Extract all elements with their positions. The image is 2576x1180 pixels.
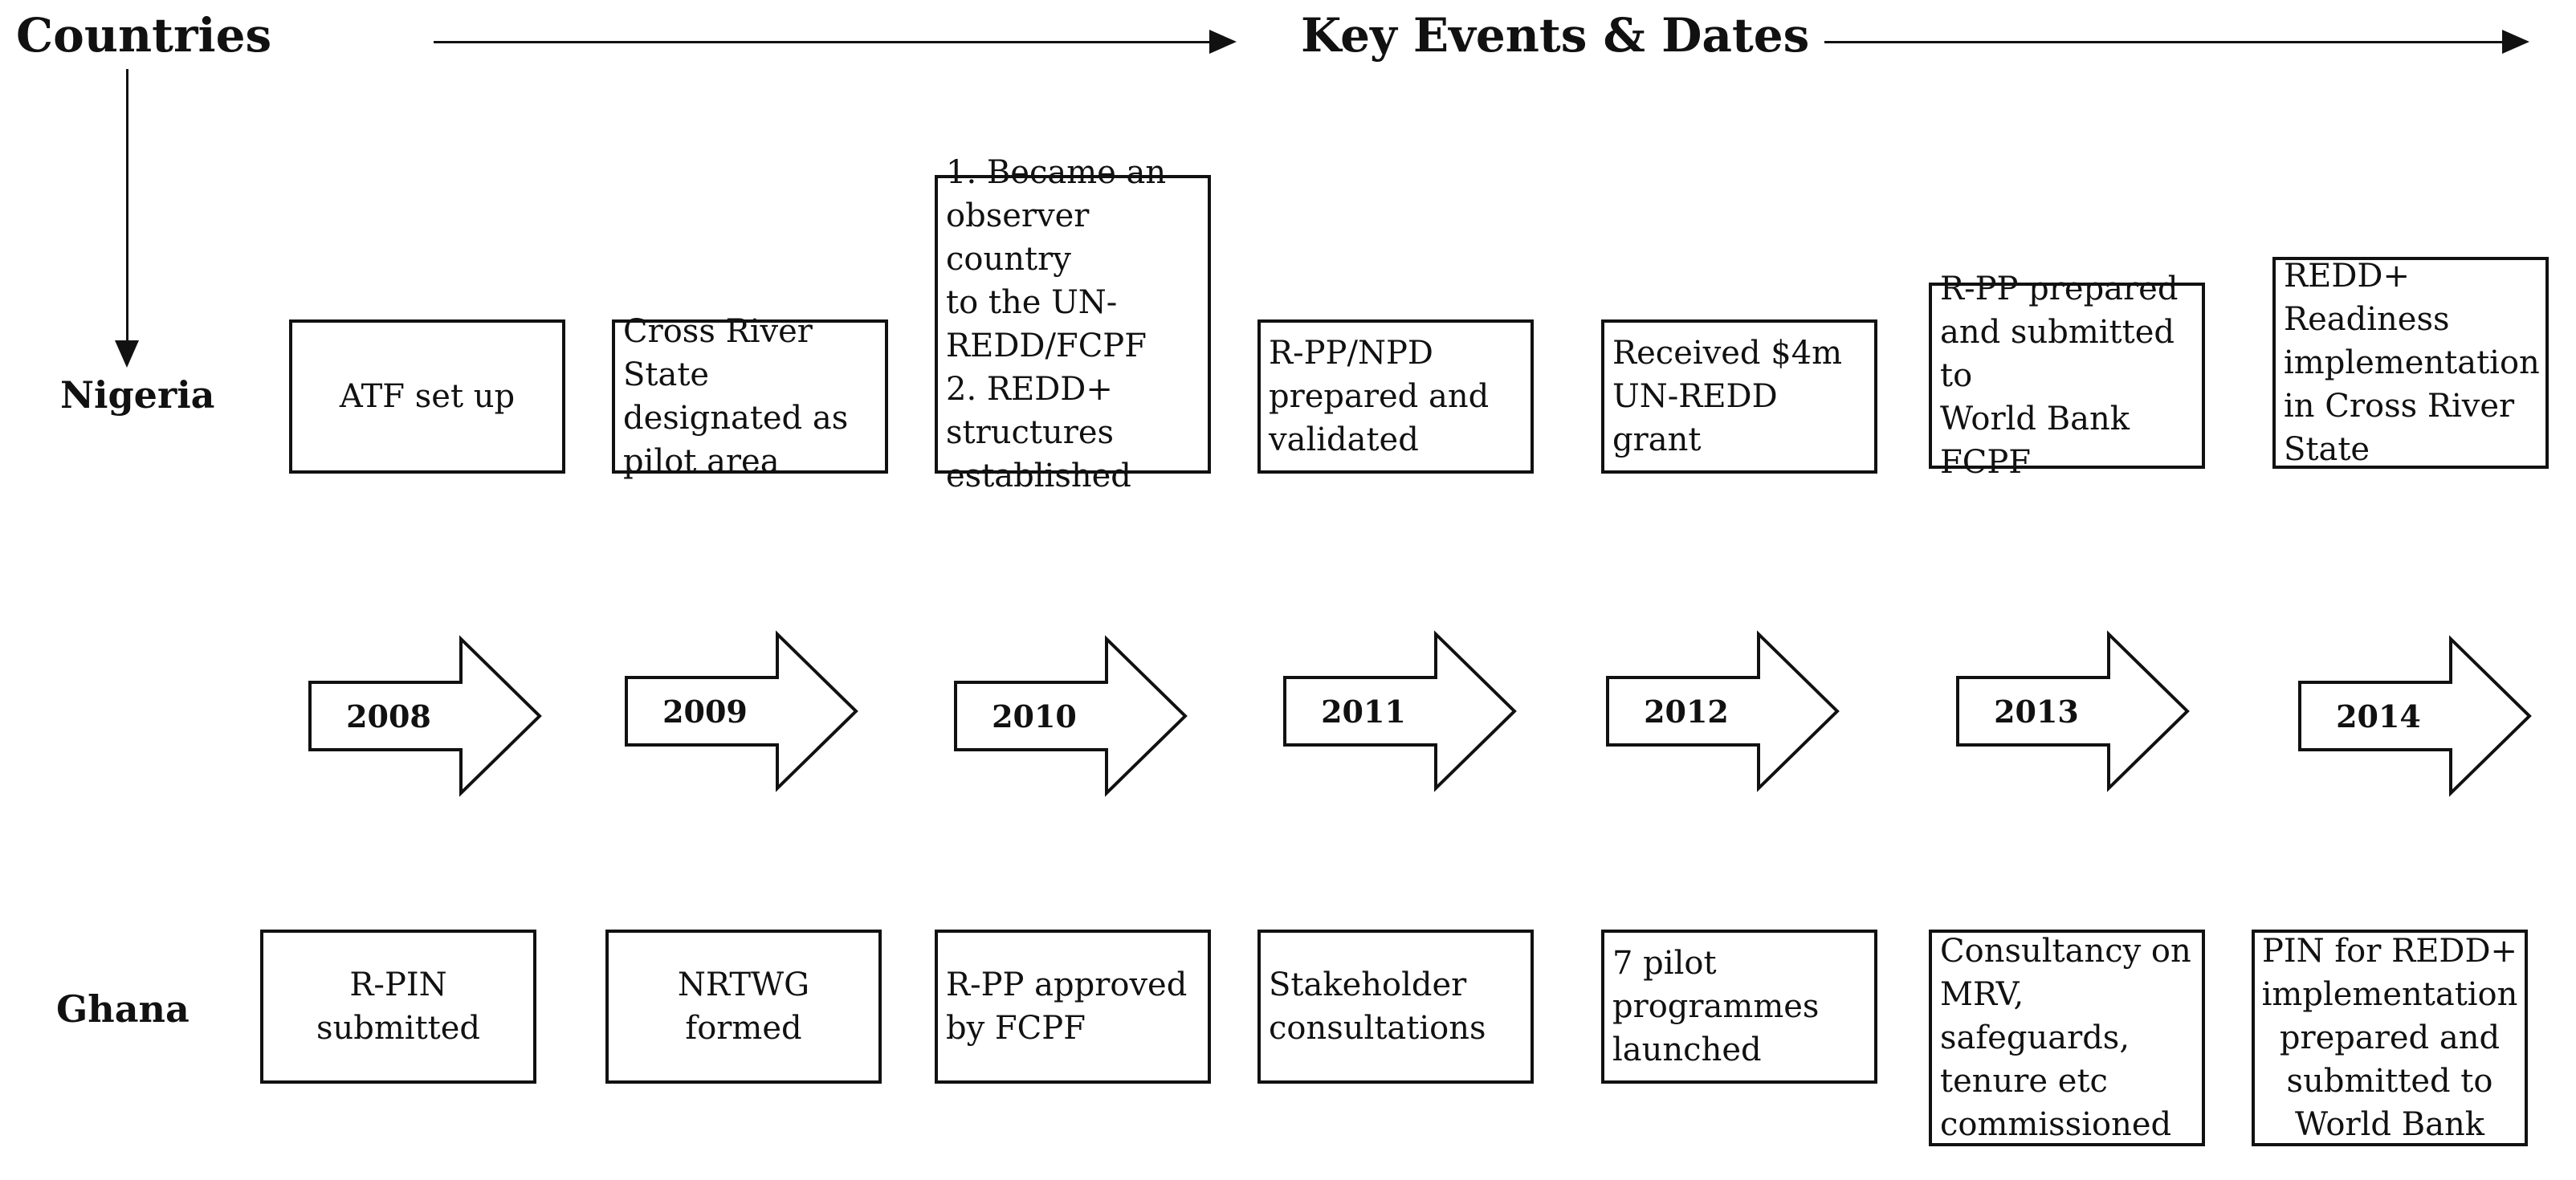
year-label: 2008	[346, 698, 431, 734]
event-text: R-PP/NPD prepared and validated	[1269, 335, 1490, 458]
event-text: Cross River State designated as pilot ar…	[623, 313, 849, 480]
timeline-arrow-left	[434, 30, 1237, 54]
nigeria-event-2014: REDD+ Readiness implementation in Cross …	[2272, 257, 2549, 469]
ghana-event-2011: Stakeholder consultations	[1257, 930, 1534, 1084]
event-text: R-PIN submitted	[316, 966, 481, 1047]
year-arrow-2010: 2010	[954, 635, 1188, 797]
year-label: 2013	[1994, 693, 2079, 730]
year-label: 2009	[662, 693, 748, 730]
year-label: 2010	[992, 698, 1077, 734]
event-text: R-PP approved by FCPF	[946, 966, 1188, 1047]
nigeria-event-2012: Received $4m UN-REDD grant	[1601, 319, 1877, 474]
year-arrow-2013: 2013	[1956, 630, 2191, 792]
year-label: 2014	[2336, 698, 2421, 734]
key-events-heading: Key Events & Dates	[1301, 8, 1810, 63]
year-arrow-2012: 2012	[1606, 630, 1840, 792]
event-text: 1. Became an observer country to the UN-…	[946, 154, 1167, 494]
ghana-event-2010: R-PP approved by FCPF	[935, 930, 1211, 1084]
nigeria-event-2013: R-PP prepared and submitted to World Ban…	[1929, 271, 2205, 481]
event-text: R-PP prepared and submitted to World Ban…	[1940, 271, 2179, 481]
event-text: NRTWG formed	[677, 966, 810, 1047]
nigeria-event-2008: ATF set up	[289, 319, 565, 474]
countries-arrow-down	[115, 69, 139, 368]
year-arrow-2011: 2011	[1283, 630, 1518, 792]
country-label-nigeria: Nigeria	[60, 373, 215, 417]
ghana-event-2014: PIN for REDD+ implementation prepared an…	[2252, 930, 2528, 1146]
country-label-ghana: Ghana	[56, 987, 190, 1031]
event-text: Received $4m UN-REDD grant	[1612, 335, 1843, 458]
year-arrow-2008: 2008	[308, 635, 543, 797]
ghana-event-2013: Consultancy on MRV, safeguards, tenure e…	[1929, 930, 2205, 1146]
countries-heading: Countries	[16, 8, 272, 63]
year-label: 2011	[1321, 693, 1406, 730]
ghana-event-2008: R-PIN submitted	[260, 930, 536, 1084]
event-text: PIN for REDD+ implementation prepared an…	[2261, 933, 2518, 1143]
nigeria-event-2010: 1. Became an observer country to the UN-…	[935, 154, 1211, 494]
event-text: ATF set up	[339, 378, 516, 415]
nigeria-event-2011: R-PP/NPD prepared and validated	[1257, 319, 1534, 474]
year-label: 2012	[1644, 693, 1729, 730]
nigeria-event-2009: Cross River State designated as pilot ar…	[612, 313, 888, 480]
year-arrow-2009: 2009	[625, 630, 859, 792]
ghana-event-2012: 7 pilot programmes launched	[1601, 930, 1877, 1084]
timeline-arrow-right	[1824, 30, 2529, 54]
event-text: REDD+ Readiness implementation in Cross …	[2284, 258, 2540, 468]
year-arrow-2014: 2014	[2298, 635, 2533, 797]
ghana-event-2009: NRTWG formed	[605, 930, 882, 1084]
event-text: 7 pilot programmes launched	[1612, 945, 1820, 1068]
event-text: Consultancy on MRV, safeguards, tenure e…	[1940, 933, 2191, 1143]
event-text: Stakeholder consultations	[1269, 966, 1486, 1047]
